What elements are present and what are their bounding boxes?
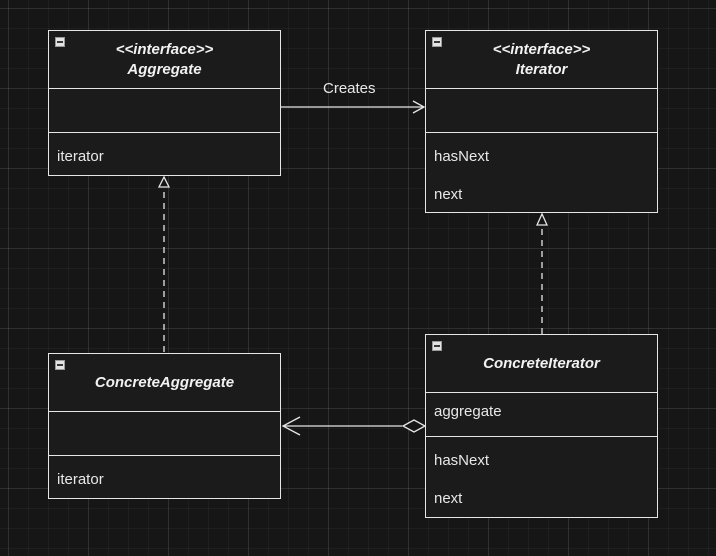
aggregation-edge[interactable] [281,416,427,436]
class-header: ConcreteIterator [426,335,657,393]
attribute-aggregate[interactable]: aggregate [434,403,502,420]
attributes-section: aggregate [426,393,657,437]
method-next[interactable]: next [434,186,463,203]
creates-association-edge[interactable] [281,100,426,114]
class-name: ConcreteIterator [483,354,600,372]
creates-edge-label: Creates [323,80,376,97]
attributes-section [49,89,280,133]
class-concrete-aggregate[interactable]: ConcreteAggregate iterator [48,353,281,499]
collapse-icon[interactable] [55,360,65,370]
method-hasnext[interactable]: hasNext [434,148,490,165]
method-hasnext[interactable]: hasNext [434,452,490,469]
aggregate-realization-edge[interactable] [157,175,171,352]
method-iterator[interactable]: iterator [57,148,104,165]
methods-section: iterator [49,133,280,176]
collapse-icon[interactable] [55,37,65,47]
method-iterator[interactable]: iterator [57,471,104,488]
class-header: <<interface>> Aggregate [49,31,280,89]
class-concrete-iterator[interactable]: ConcreteIterator aggregate hasNext next [425,334,658,518]
iterator-realization-edge[interactable] [535,212,549,334]
class-stereotype: <<interface>> [115,40,214,58]
method-next[interactable]: next [434,490,463,507]
class-header: ConcreteAggregate [49,354,280,412]
attributes-section [49,412,280,456]
methods-section: hasNext next [426,133,657,214]
class-stereotype: <<interface>> [492,40,591,58]
methods-section: hasNext next [426,437,657,518]
class-name: Iterator [515,60,568,78]
collapse-icon[interactable] [432,37,442,47]
attributes-section [426,89,657,133]
collapse-icon[interactable] [432,341,442,351]
class-name: ConcreteAggregate [94,373,235,391]
class-header: <<interface>> Iterator [426,31,657,89]
methods-section: iterator [49,456,280,499]
class-aggregate[interactable]: <<interface>> Aggregate iterator [48,30,281,176]
class-name: Aggregate [127,60,202,78]
class-iterator[interactable]: <<interface>> Iterator hasNext next [425,30,658,213]
